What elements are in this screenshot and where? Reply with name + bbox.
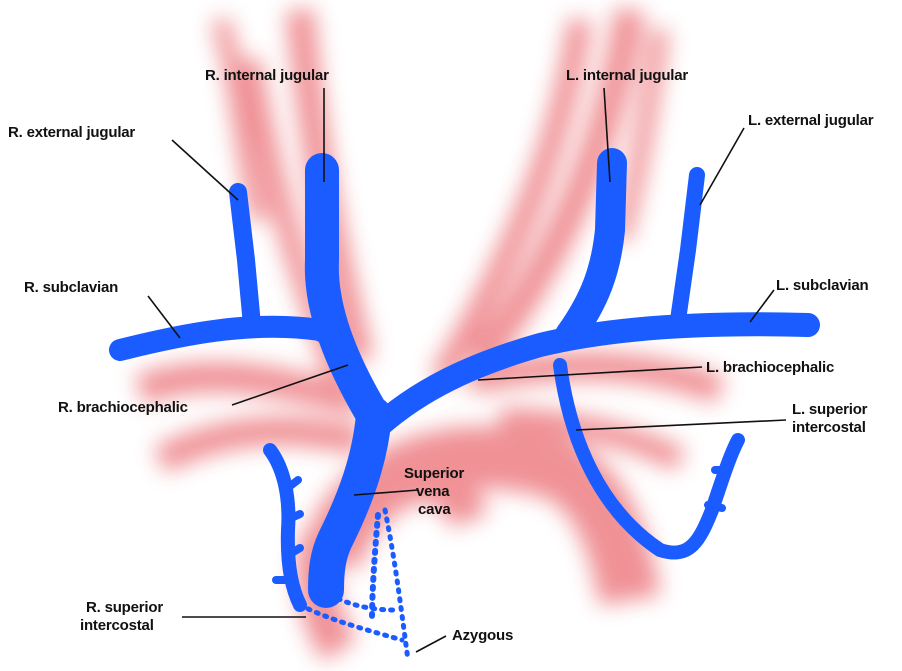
leader-l-external-jugular — [700, 128, 744, 205]
label-svc-3: cava — [418, 501, 451, 518]
label-r-superior-intercostal-2: intercostal — [80, 617, 154, 634]
label-l-superior-intercostal-1: L. superior — [792, 401, 868, 418]
l-superior-intercostal-branch-2 — [708, 505, 722, 508]
label-r-brachiocephalic: R. brachiocephalic — [58, 399, 188, 416]
r-superior-intercostal-branch-2 — [287, 514, 300, 520]
label-r-superior-intercostal-1: R. superior — [86, 599, 163, 616]
label-l-external-jugular: L. external jugular — [748, 112, 874, 129]
label-l-brachiocephalic: L. brachiocephalic — [706, 359, 834, 376]
label-svc-2: vena — [416, 483, 450, 500]
label-svc-1: Superior — [404, 465, 464, 482]
l-external-jugular-vein — [678, 175, 697, 320]
leader-azygous — [416, 636, 446, 652]
leader-r-external-jugular — [172, 140, 238, 200]
label-r-subclavian: R. subclavian — [24, 279, 118, 296]
label-azygous: Azygous — [452, 627, 513, 644]
r-subclavian-artery — [140, 377, 360, 400]
label-r-internal-jugular: R. internal jugular — [205, 67, 329, 84]
label-l-superior-intercostal-2: intercostal — [792, 419, 866, 436]
label-l-subclavian: L. subclavian — [776, 277, 868, 294]
label-r-external-jugular: R. external jugular — [8, 124, 135, 141]
r-arm-artery-low — [160, 431, 360, 460]
label-l-internal-jugular: L. internal jugular — [566, 67, 688, 84]
